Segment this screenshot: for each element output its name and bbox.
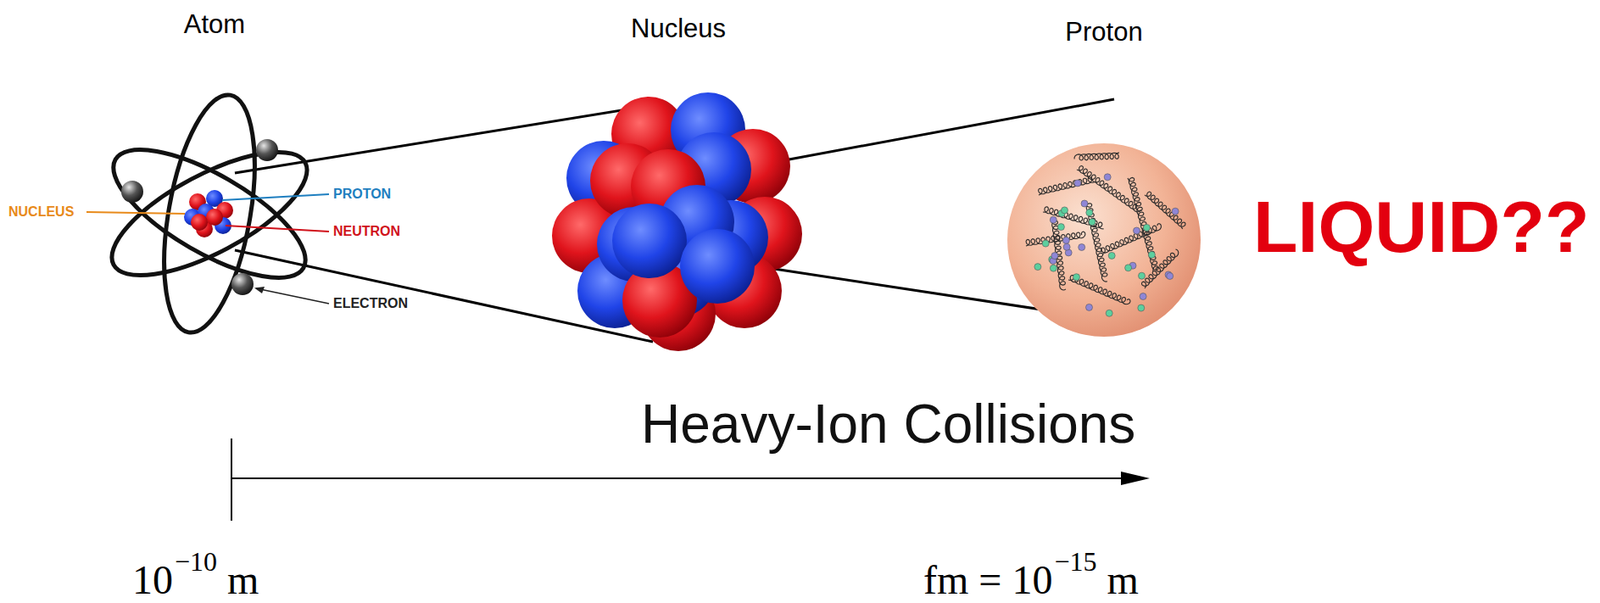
- part-title: Nucleus: [630, 15, 726, 42]
- gluon-coil: [1142, 249, 1179, 289]
- gluon-coil: [1144, 191, 1186, 229]
- leader-line: [86, 211, 185, 214]
- quark-dot: [1049, 264, 1057, 272]
- atom-nucleus: [183, 189, 234, 238]
- proton-drawing: [1007, 143, 1201, 337]
- part-label: PROTON: [333, 187, 391, 201]
- gluon-coil: [1085, 203, 1108, 282]
- electron: [121, 180, 144, 203]
- axis-title: Heavy-Ion Collisions: [641, 396, 1136, 452]
- nucleon: [190, 213, 208, 231]
- scale-axis: [231, 477, 1128, 480]
- quark-dot: [1148, 250, 1155, 258]
- nucleon: [206, 208, 223, 226]
- orbit: [95, 125, 324, 302]
- part-title: Atom: [183, 11, 246, 38]
- gluon-lines: [1025, 152, 1186, 317]
- quark-dot: [1049, 216, 1057, 223]
- quark-dot: [1062, 236, 1070, 244]
- leader-line: [222, 194, 329, 201]
- quark-dot: [1078, 244, 1086, 251]
- quark-dot: [1086, 209, 1093, 217]
- quark-dot: [1138, 272, 1146, 279]
- orbit: [94, 128, 324, 299]
- axis-arrowhead: [1120, 471, 1150, 486]
- quark-dot: [1142, 223, 1150, 231]
- scale-unit: m: [1106, 559, 1138, 601]
- quark-dot: [1081, 200, 1088, 207]
- quark-dot: [1088, 218, 1096, 226]
- leader-line: [225, 225, 329, 232]
- quark-dot: [1133, 227, 1141, 235]
- quark-dot: [1042, 239, 1049, 247]
- quark-dot: [1171, 207, 1179, 215]
- scale-unit: m: [227, 559, 259, 601]
- nucleon: [680, 228, 755, 304]
- part-title: Proton: [1064, 18, 1143, 45]
- quark-dot: [1051, 252, 1059, 260]
- part-label: NEUTRON: [333, 224, 401, 239]
- quark-dot: [1137, 304, 1145, 312]
- gluon-coil: [1042, 206, 1104, 229]
- quark-dot: [1139, 293, 1147, 301]
- quark-dot: [1063, 243, 1071, 251]
- quark-dot: [1034, 263, 1042, 271]
- question-text: LIQUID??: [1253, 189, 1590, 263]
- gluon-coil: [1025, 231, 1086, 246]
- zoom-line: [234, 250, 653, 342]
- gluon-coil: [1051, 220, 1066, 290]
- part-label: ELECTRON: [333, 296, 408, 311]
- nucleus-drawing: [551, 92, 803, 352]
- quark-dot: [1166, 273, 1174, 280]
- axis-tick: [230, 438, 233, 521]
- quark-dot: [1061, 206, 1069, 214]
- scale-value: 10: [132, 559, 173, 601]
- scale-exponent: −10: [174, 547, 218, 575]
- part-label: NUCLEUS: [8, 205, 74, 219]
- gluon-coil: [1038, 177, 1096, 196]
- gluon-coil: [1076, 166, 1142, 212]
- quark-dot: [1073, 273, 1081, 281]
- leader-arrowhead: [254, 286, 265, 294]
- scale-exponent: −15: [1053, 547, 1097, 575]
- nucleon: [612, 203, 687, 279]
- quark-dot: [1125, 264, 1132, 272]
- electron: [231, 273, 254, 296]
- electron: [256, 139, 279, 162]
- quark-dot: [1105, 309, 1113, 317]
- quark-dot: [1103, 173, 1111, 181]
- quark-dot: [1086, 303, 1093, 311]
- gluon-coil: [1074, 152, 1120, 161]
- gluon-coil: [1127, 177, 1159, 272]
- quark-dot: [1108, 251, 1115, 259]
- scale-value: fm = 10: [923, 559, 1053, 601]
- atom-drawing: [94, 88, 324, 340]
- quark-dot: [1074, 179, 1082, 187]
- quark-dot: [1057, 223, 1065, 231]
- leader-line: [256, 288, 329, 304]
